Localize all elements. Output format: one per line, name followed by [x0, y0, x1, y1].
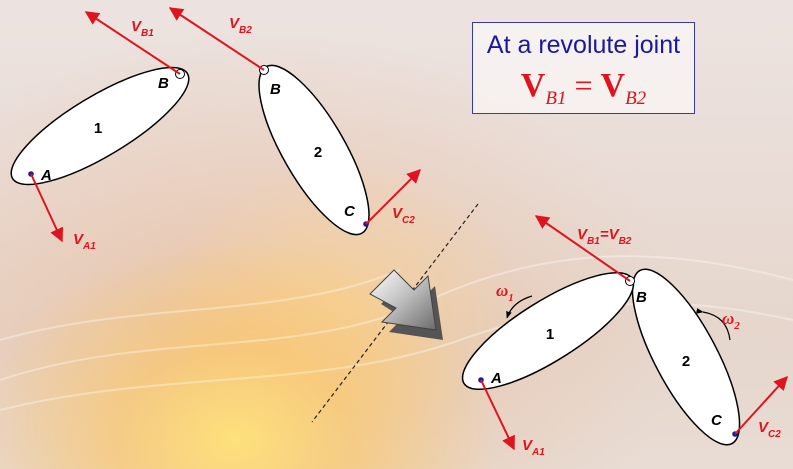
- assembled-vector-vc2: [734, 375, 788, 435]
- eq-right-symbol: V: [600, 67, 626, 104]
- link-1-label: 1: [94, 120, 102, 137]
- assembled-point-a-label: A: [490, 370, 502, 387]
- vector-vb-joint: [534, 215, 631, 282]
- revolute-joint-title-box: At a revolute joint VB1=VB2: [472, 22, 695, 114]
- joint-b-label: B: [636, 289, 647, 306]
- vb-joint-label: VB1=VB2: [577, 226, 632, 247]
- title-heading: At a revolute joint: [486, 31, 681, 59]
- eq-operator: =: [574, 67, 593, 103]
- assembled-va1-label: VA1: [522, 437, 545, 458]
- vb2-label: VB2: [229, 15, 252, 36]
- point-c-label: C: [344, 203, 356, 220]
- point-a-label: A: [40, 167, 52, 184]
- omega-2-label: ω2: [722, 309, 740, 332]
- vector-va1: [30, 173, 64, 243]
- eq-right-sub: B2: [625, 88, 647, 109]
- vector-vb2: [168, 7, 265, 71]
- vector-vc2: [365, 169, 421, 225]
- assembled-vector-va1: [480, 379, 515, 451]
- point-b2-label: B: [270, 81, 281, 98]
- va1-label: VA1: [73, 231, 96, 252]
- vc2-label: VC2: [392, 205, 415, 226]
- assembled-link-2-body: [631, 268, 741, 446]
- vb1-label: VB1: [131, 18, 154, 39]
- assembled-vc2-label: VC2: [758, 419, 781, 440]
- eq-left-sub: B1: [545, 88, 567, 109]
- omega-2-arrow: [696, 308, 731, 341]
- eq-left-symbol: V: [520, 67, 546, 104]
- assembled-link-2-label: 2: [682, 353, 690, 370]
- velocity-equation: VB1=VB2: [473, 67, 694, 109]
- link-1-body: [10, 66, 190, 186]
- assembled-link-1-label: 1: [546, 326, 554, 343]
- block-arrow-icon: [369, 269, 443, 340]
- link-2-label: 2: [314, 144, 322, 161]
- divider-line: [311, 203, 479, 423]
- omega-1-arrow: [506, 295, 533, 319]
- omega-1-label: ω1: [496, 281, 514, 304]
- assembled-point-c-label: C: [711, 412, 723, 429]
- point-b1-label: B: [158, 75, 169, 92]
- vector-vb1: [84, 11, 181, 75]
